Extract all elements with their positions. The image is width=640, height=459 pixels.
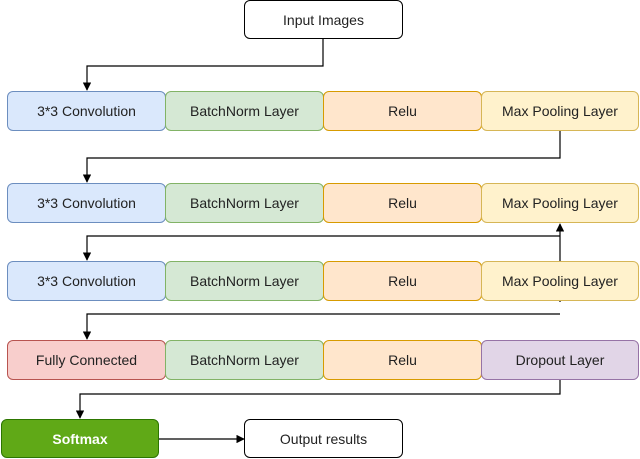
batchnorm3-box: BatchNorm Layer [165,261,324,301]
maxpool3-box: Max Pooling Layer [481,261,639,301]
arrow-junction-to-fc [82,313,560,340]
batchnorm1-box: BatchNorm Layer [165,91,324,131]
conv1-box: 3*3 Convolution [7,91,166,131]
output-results-box: Output results [244,419,403,458]
maxpool1-box: Max Pooling Layer [481,91,639,131]
conv3-box: 3*3 Convolution [7,261,166,301]
maxpool2-box: Max Pooling Layer [481,183,639,223]
softmax-box: Softmax [1,419,159,458]
relu4-box: Relu [323,340,482,380]
arrow-pool1-to-conv2 [82,131,561,183]
batchnorm2-box: BatchNorm Layer [165,183,324,223]
arrow-dropout-to-softmax [75,380,561,419]
relu1-box: Relu [323,91,482,131]
fully-connected-box: Fully Connected [7,340,166,380]
conv2-box: 3*3 Convolution [7,183,166,223]
batchnorm4-box: BatchNorm Layer [165,340,324,380]
arrow-junction-to-conv3 [82,235,560,261]
relu2-box: Relu [323,183,482,223]
input-images-box: Input Images [244,0,403,39]
relu3-box: Relu [323,261,482,301]
arrow-input-to-conv1 [82,39,324,91]
dropout-box: Dropout Layer [481,340,639,380]
